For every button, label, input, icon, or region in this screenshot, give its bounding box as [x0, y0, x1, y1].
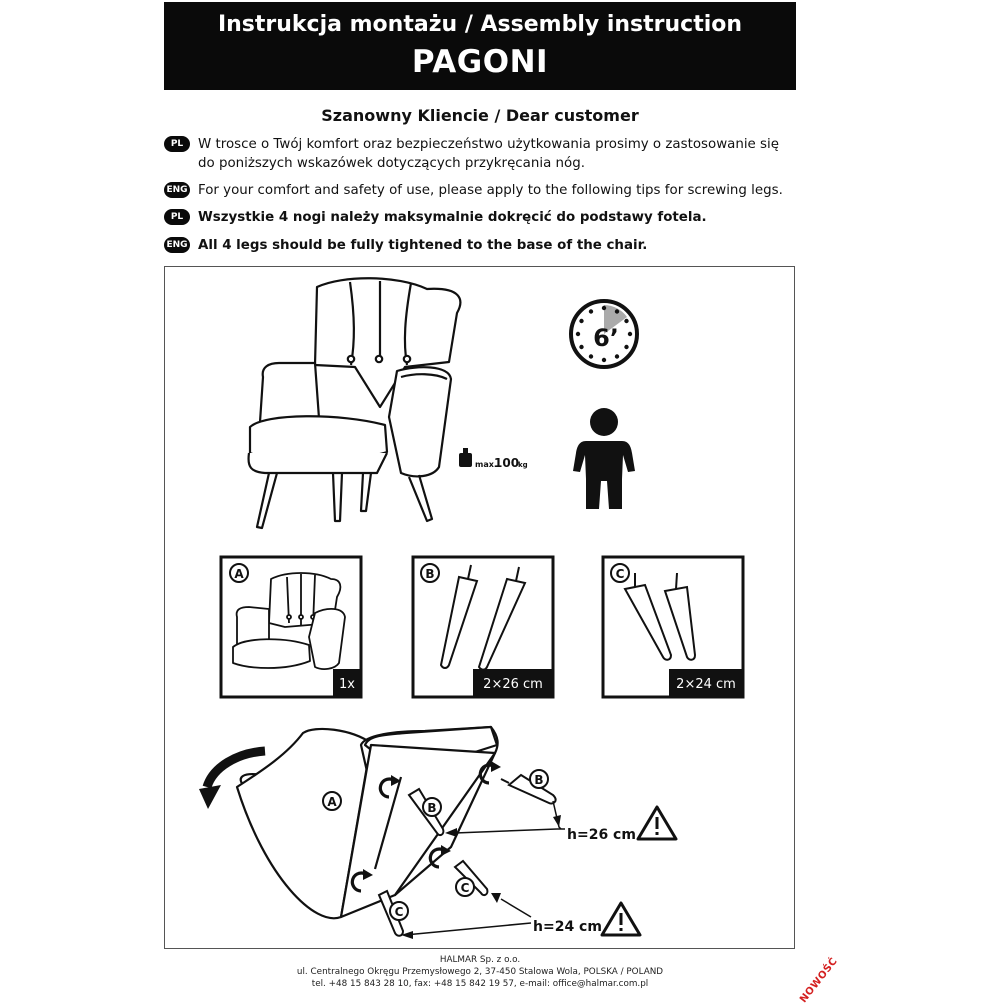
lang-badge: PL: [164, 136, 190, 152]
assembly-label-a: A: [327, 795, 337, 809]
flip-arrow-icon: [199, 746, 266, 809]
part-box-b: [411, 555, 555, 699]
title-banner: Instrukcja montażu / Assembly instructio…: [164, 2, 796, 90]
lang-badge: PL: [164, 209, 190, 225]
max-load-prefix: max.: [475, 460, 497, 469]
lang-badge: ENG: [164, 182, 190, 198]
part-box-a: [219, 555, 363, 699]
leg-height-c: h=24 cm: [533, 919, 602, 935]
max-load-unit: kg: [518, 461, 528, 469]
warning-icon: [600, 901, 642, 937]
assembly-label-c: C: [461, 881, 470, 895]
part-letter: C: [616, 567, 625, 581]
illustration-panel: max. 100 kg 6’: [164, 266, 795, 949]
new-product-stamp: NOWOŚĆ: [798, 955, 840, 1005]
assembly-label-c: C: [395, 905, 404, 919]
max-load-value: 100: [494, 456, 519, 470]
part-quantity: 2×24 cm: [676, 677, 736, 692]
person-icon: [573, 408, 635, 509]
paragraph-text: Wszystkie 4 nogi należy maksymalnie dokr…: [198, 210, 707, 225]
part-quantity: 2×26 cm: [483, 677, 543, 692]
clock-icon: [569, 299, 639, 369]
lang-badge: ENG: [164, 237, 190, 253]
part-letter: B: [425, 567, 434, 581]
product-name: PAGONI: [411, 44, 549, 80]
company-address: ul. Centralnego Okręgu Przemysłowego 2, …: [296, 967, 664, 977]
weight-icon: [459, 448, 472, 467]
clock-time-label: 6’: [593, 324, 619, 352]
leg-height-b: h=26 cm: [567, 827, 636, 843]
part-quantity: 1x: [339, 677, 355, 692]
leg-c-right: [453, 859, 489, 897]
armchair-illustration: [247, 277, 462, 530]
greeting: Szanowny Kliencie / Dear customer: [321, 106, 639, 125]
leg-b-rear: [500, 773, 557, 805]
paragraph-text: For your comfort and safety of use, plea…: [198, 183, 783, 198]
part-box-c: [601, 555, 745, 699]
part-letter: A: [234, 567, 244, 581]
company-contact: tel. +48 15 843 28 10, fax: +48 15 842 1…: [311, 979, 649, 989]
assembly-label-b: B: [427, 801, 436, 815]
document-title: Instrukcja montażu / Assembly instructio…: [217, 12, 743, 37]
company-footer: HALMAR Sp. z o.o. ul. Centralnego Okręgu…: [164, 954, 796, 990]
assembly-label-b: B: [534, 773, 543, 787]
leader-lines: [404, 800, 565, 936]
illustration-svg: max. 100 kg 6’: [199, 277, 745, 939]
paragraph-text: All 4 legs should be fully tightened to …: [198, 238, 648, 253]
paragraph-text: W trosce o Twój komfort oraz bezpieczeńs…: [198, 137, 779, 171]
company-name: HALMAR Sp. z o.o.: [439, 955, 521, 965]
warning-icon: [636, 805, 678, 841]
